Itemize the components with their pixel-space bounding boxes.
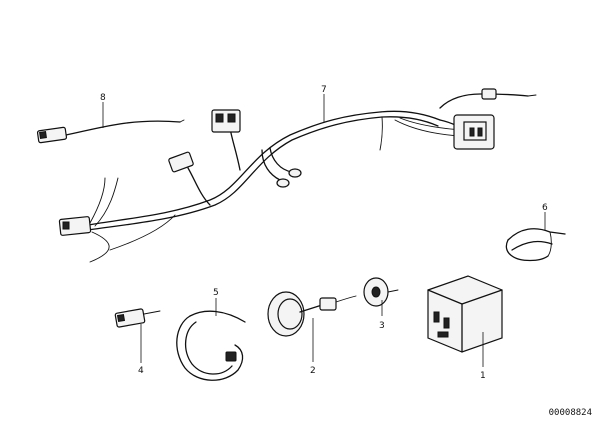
callout-4: 4 [138,324,144,376]
callout-2: 2 [310,318,316,376]
svg-text:2: 2 [310,366,316,376]
svg-text:4: 4 [138,366,144,376]
part-2-socket-with-lead [267,291,357,337]
callout-7: 7 [321,85,327,122]
callout-8: 8 [100,93,106,128]
svg-text:3: 3 [379,321,385,331]
svg-text:1: 1 [480,371,486,381]
callout-6: 6 [542,203,548,230]
svg-text:8: 8 [100,93,106,103]
part-8-lead-with-connector [36,119,185,144]
part-4-connector-plug [114,308,161,328]
reference-number: 00008824 [548,408,592,418]
callout-3: 3 [379,300,385,331]
svg-text:5: 5 [213,288,219,298]
part-1-relay [427,275,503,353]
svg-text:6: 6 [542,203,548,213]
callout-1: 1 [480,332,486,381]
part-5-cable-strap [176,310,246,381]
part-7-main-wiring-harness [58,88,537,263]
part-3-grommet [363,277,399,307]
svg-text:7: 7 [321,85,327,95]
part-6-clip [505,228,566,262]
callout-5: 5 [213,288,219,316]
